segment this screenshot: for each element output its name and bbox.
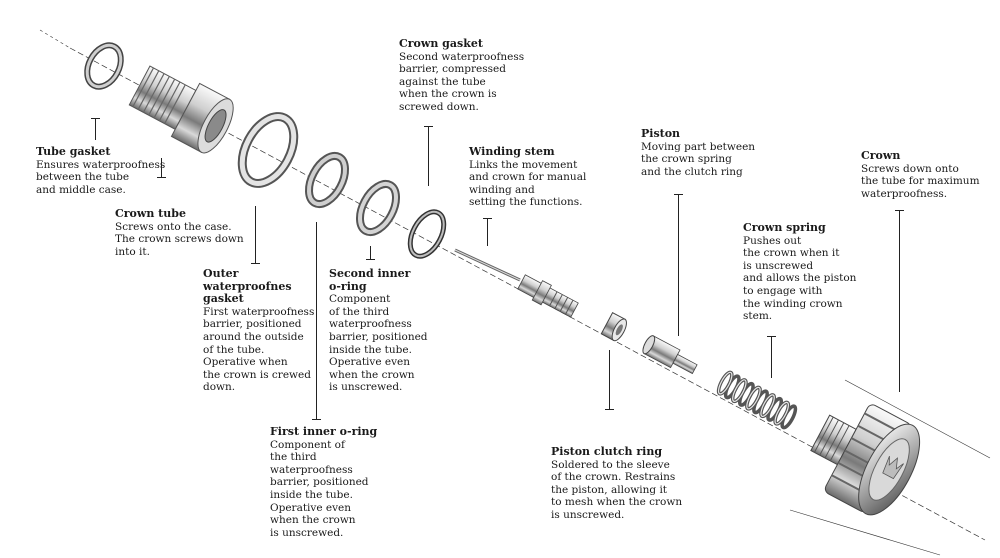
piston-title: Piston: [641, 127, 681, 140]
first-inner-oring-leader: [312, 222, 321, 420]
piston-clutch-ring-part: [600, 311, 627, 342]
tube-gasket-title: Tube gasket: [36, 145, 111, 158]
outer-gasket-leader: [251, 206, 260, 264]
tube-gasket-part: [84, 42, 124, 90]
outer-gasket-title: Outer waterproofnes gasket: [203, 267, 292, 306]
piston-leader: [674, 194, 683, 336]
label-piston: Piston Moving part between the crown spr…: [641, 127, 756, 178]
crown-tube-leader: [157, 158, 166, 178]
piston-clutch-ring-leader: [605, 350, 614, 410]
crown-tube-part: [128, 65, 234, 154]
first-inner-oring-part: [304, 151, 350, 209]
crown-part: [810, 404, 921, 516]
crown-spring-text: Pushes out the crown when it is unscrewe…: [743, 234, 857, 323]
outer-gasket-part: [237, 112, 299, 188]
label-first-inner-oring: First inner o-ring Component of the thir…: [270, 425, 378, 539]
piston-part: [642, 335, 698, 375]
frame-line: [789, 509, 941, 556]
winding-stem-title: Winding stem: [469, 145, 555, 158]
frame-line: [844, 379, 991, 459]
crown-text: Screws down onto the tube for maximum wa…: [861, 162, 980, 200]
axis-tail: [39, 29, 71, 49]
crown-title: Crown: [861, 149, 901, 162]
label-crown: Crown Screws down onto the tube for maxi…: [861, 149, 980, 200]
label-winding-stem: Winding stem Links the movement and crow…: [469, 145, 587, 209]
label-outer-gasket: Outer waterproofnes gasket First waterpr…: [203, 267, 315, 394]
label-tube-gasket: Tube gasket Ensures waterproofness betwe…: [36, 145, 166, 196]
tube-gasket-leader: [91, 118, 100, 140]
crown-tube-title: Crown tube: [115, 207, 186, 220]
tube-gasket-text: Ensures waterproofness between the tube …: [36, 158, 166, 196]
winding-stem-leader: [483, 218, 492, 246]
crown-gasket-text: Second waterproofness barrier, compresse…: [399, 50, 525, 113]
crown-leader: [895, 210, 904, 392]
second-inner-oring-part: [355, 179, 401, 237]
second-inner-oring-title: Second inner o-ring: [329, 267, 411, 293]
crown-gasket-title: Crown gasket: [399, 37, 483, 50]
second-inner-oring-leader: [366, 246, 375, 260]
piston-clutch-ring-title: Piston clutch ring: [551, 445, 663, 458]
crown-gasket-leader: [424, 126, 433, 186]
crown-tube-text: Screws onto the case. The crown screws d…: [115, 220, 244, 258]
label-crown-tube: Crown tube Screws onto the case. The cro…: [115, 207, 244, 258]
label-crown-spring: Crown spring Pushes out the crown when i…: [743, 221, 857, 323]
label-piston-clutch-ring: Piston clutch ring Soldered to the sleev…: [551, 445, 683, 522]
piston-text: Moving part between the crown spring and…: [641, 140, 756, 178]
first-inner-oring-text: Component of the third waterproofness ba…: [270, 438, 369, 539]
second-inner-oring-text: Component of the third waterproofness ba…: [329, 293, 428, 394]
crown-spring-title: Crown spring: [743, 221, 826, 234]
crown-spring-leader: [767, 336, 776, 378]
piston-clutch-ring-text: Soldered to the sleeve of the crown. Res…: [551, 458, 683, 521]
winding-stem-text: Links the movement and crown for manual …: [469, 158, 587, 209]
outer-gasket-text: First waterproofness barrier, positioned…: [203, 305, 315, 394]
crown-gasket-part: [407, 209, 447, 259]
first-inner-oring-title: First inner o-ring: [270, 425, 378, 438]
label-second-inner-oring: Second inner o-ring Component of the thi…: [329, 267, 428, 394]
crown-spring-part: [716, 370, 798, 430]
winding-stem-part: [454, 248, 579, 318]
label-crown-gasket: Crown gasket Second waterproofness barri…: [399, 37, 525, 114]
